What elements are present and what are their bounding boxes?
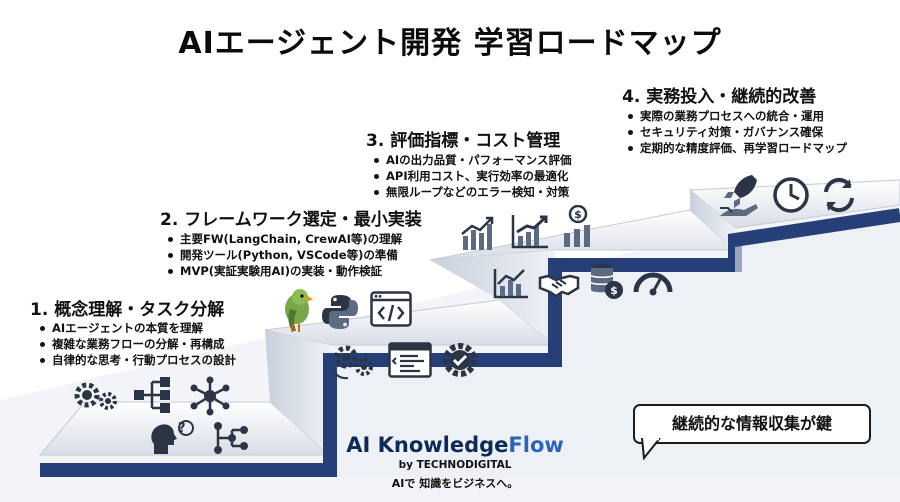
- step-2-bullets: 主要FW(LangChain, CrewAI等)の理解 開発ツール(Python…: [166, 231, 402, 279]
- svg-text:$: $: [574, 208, 582, 221]
- refresh-cycle-icon: [824, 177, 854, 213]
- step-1-bullet: AIエージェントの本質を理解: [38, 320, 236, 336]
- performance-gauge-icon: [633, 272, 673, 296]
- svg-text:$: $: [610, 284, 618, 297]
- step-3-bullet: API利用コスト、実行効率の最適化: [372, 168, 571, 184]
- rocket-launch-icon: [720, 175, 758, 216]
- step-2-bullet: MVP(実証実験用AI)の実装・動作検証: [166, 263, 402, 279]
- code-editor-icon: [370, 291, 412, 327]
- bar-chart-up-icon: [461, 216, 494, 250]
- brand-name: AI KnowledgeFlow: [340, 433, 570, 457]
- step-4-heading: 4. 実務投入・継続的改善: [622, 87, 817, 107]
- step-2-heading: 2. フレームワーク選定・最小実装: [160, 210, 422, 230]
- gears-icon: [74, 382, 117, 410]
- cost-chart-icon: $: [564, 205, 590, 247]
- process-tree-icon: [214, 422, 248, 454]
- network-nodes-icon: [190, 376, 230, 416]
- brand-name-main: AI Knowledge: [346, 433, 509, 457]
- step-4-bullet: セキュリティ対策・ガバナンス確保: [626, 124, 847, 140]
- brand-name-accent: Flow: [508, 433, 564, 457]
- step-4-bullet: 定期的な精度評価、再学習ロードマップ: [626, 140, 847, 156]
- brand-tagline: AIで 知識をビジネスへ。: [391, 477, 519, 490]
- clock-icon: [773, 177, 809, 213]
- flow-breakdown-icon: [134, 377, 170, 413]
- thinking-head-icon: ?: [151, 420, 194, 454]
- handshake-icon: [538, 274, 580, 298]
- step-3-bullet: 無限ループなどのエラー検知・対策: [372, 184, 571, 200]
- analytics-chart-icon: [493, 269, 528, 299]
- step-3-heading: 3. 評価指標・コスト管理: [366, 131, 561, 151]
- callout-tail: [641, 438, 661, 460]
- verified-gear-icon: [443, 343, 477, 377]
- growth-chart-icon: [511, 215, 548, 249]
- step-3-bullet: AIの出力品質・パフォーマンス評価: [372, 152, 571, 168]
- python-icon: [322, 295, 358, 329]
- stair-edge-line: [40, 208, 900, 477]
- step-4-bullet: 実際の業務プロセスへの統合・運用: [626, 108, 847, 124]
- settings-cycle-icon: [333, 345, 373, 380]
- code-window-icon: [388, 342, 432, 378]
- step-4-bullets: 実際の業務プロセスへの統合・運用 セキュリティ対策・ガバナンス確保 定期的な精度…: [626, 108, 847, 156]
- parrot-icon: [285, 289, 313, 333]
- database-cost-icon: $: [590, 264, 623, 299]
- step-3-bullets: AIの出力品質・パフォーマンス評価 API利用コスト、実行効率の最適化 無限ルー…: [372, 152, 571, 200]
- svg-text:?: ?: [178, 421, 186, 436]
- page-title: AIエージェント開発 学習ロードマップ: [178, 26, 722, 61]
- step-1-bullets: AIエージェントの本質を理解 複雑な業務フローの分解・再構成 自律的な思考・行動…: [38, 320, 236, 368]
- brand-logo: AI KnowledgeFlow by TECHNODIGITAL AIで 知識…: [340, 433, 570, 491]
- callout-bubble: 継続的な情報収集が鍵: [633, 404, 871, 444]
- brand-by-line: by TECHNODIGITAL: [398, 459, 512, 471]
- step-2-bullet: 開発ツール(Python, VSCode等)の準備: [166, 247, 402, 263]
- step-1-bullet: 自律的な思考・行動プロセスの設計: [38, 352, 236, 368]
- step-1-bullet: 複雑な業務フローの分解・再構成: [38, 336, 236, 352]
- step-2-bullet: 主要FW(LangChain, CrewAI等)の理解: [166, 231, 402, 247]
- step-1-heading: 1. 概念理解・タスク分解: [30, 300, 225, 320]
